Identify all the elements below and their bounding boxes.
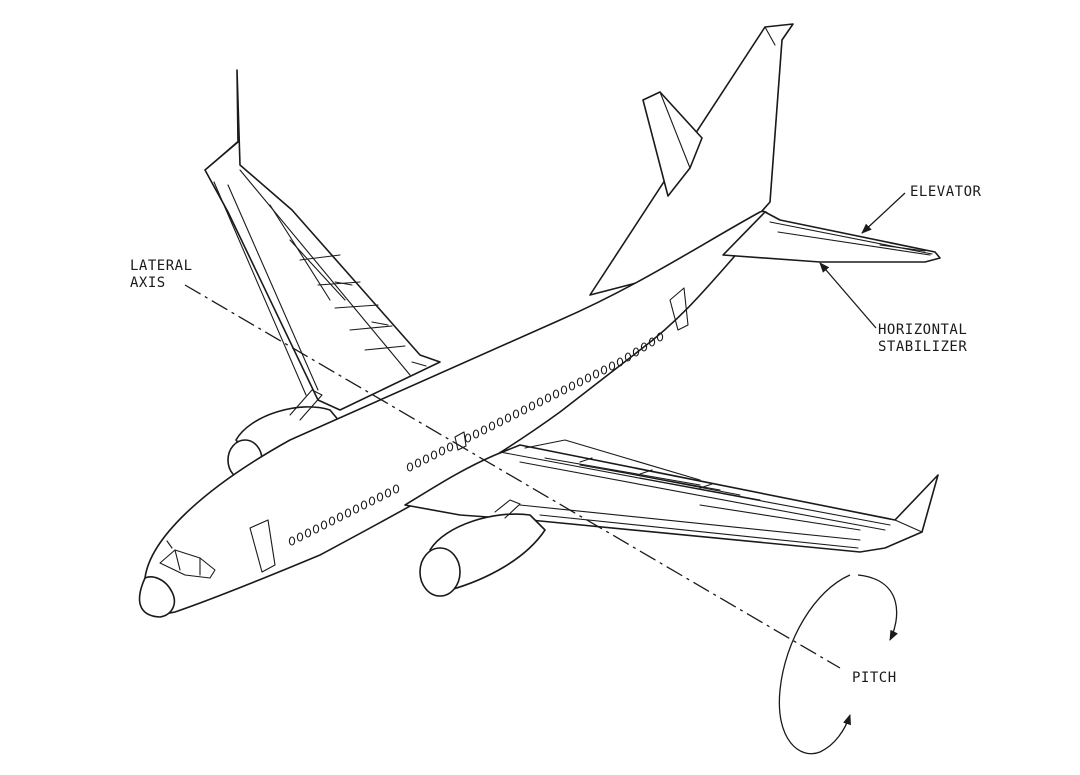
horizontal-stabilizer-label-line2: STABILIZER xyxy=(878,339,967,356)
elevator-leader xyxy=(862,193,905,233)
horizontal-stabilizer-label-line1: HORIZONTAL xyxy=(878,322,967,339)
elevator-label-text: ELEVATOR xyxy=(910,184,981,201)
lateral-axis-label: LATERAL AXIS xyxy=(130,258,193,292)
pitch-rotation-arrow xyxy=(779,575,896,754)
lateral-axis-label-line1: LATERAL xyxy=(130,258,193,275)
pitch-label: PITCH xyxy=(852,670,897,687)
horizontal-stabilizer-leader xyxy=(820,263,876,328)
elevator-label: ELEVATOR xyxy=(910,184,981,201)
left-wing xyxy=(205,70,440,410)
pitch-label-text: PITCH xyxy=(852,670,897,687)
horizontal-stabilizer-label: HORIZONTAL STABILIZER xyxy=(878,322,967,356)
lateral-axis-label-line2: AXIS xyxy=(130,275,193,292)
